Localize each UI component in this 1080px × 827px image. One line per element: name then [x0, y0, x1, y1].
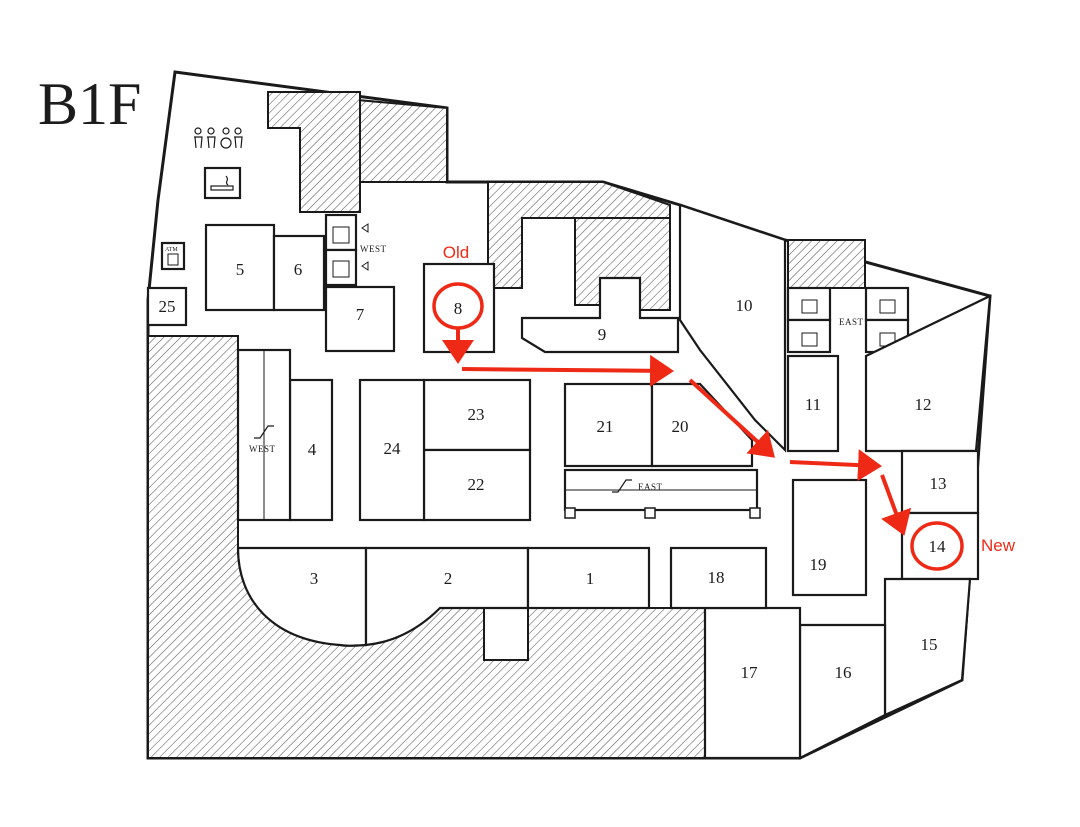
service-area — [267, 91, 361, 213]
unit-1[interactable] — [526, 546, 651, 610]
unit-21-label: 21 — [597, 417, 614, 436]
elevator-west-label: WEST — [360, 244, 387, 254]
route-arrow — [880, 474, 912, 536]
unit-18[interactable] — [669, 546, 768, 610]
route-arrow — [688, 378, 775, 458]
unit-6-label: 6 — [294, 260, 303, 279]
route-origin-label: Old — [443, 243, 469, 262]
service-area — [787, 239, 866, 289]
unit-7-label: 7 — [356, 305, 365, 324]
smoking-room — [203, 166, 242, 200]
unit-23-label: 23 — [468, 405, 485, 424]
unit-22-label: 22 — [468, 475, 485, 494]
elevator-east-label: EAST — [839, 317, 864, 327]
unit-9-label: 9 — [598, 325, 607, 344]
unit-5-label: 5 — [236, 260, 245, 279]
unit-13[interactable] — [900, 449, 980, 515]
unit-2[interactable] — [364, 546, 530, 647]
unit-4[interactable] — [288, 378, 334, 522]
unit-22[interactable] — [422, 448, 532, 522]
atm-label: ATM — [165, 247, 178, 253]
escalator-east[interactable] — [563, 468, 761, 519]
escalator-west[interactable] — [236, 348, 292, 522]
smoking-area-icon — [210, 175, 234, 191]
accessible-restroom-icon — [220, 127, 243, 149]
restroom-icon — [194, 127, 216, 149]
unit-11[interactable] — [786, 354, 840, 453]
elevator-west[interactable] — [324, 213, 369, 287]
unit-17-label: 17 — [741, 663, 759, 682]
unit-14-label: 14 — [929, 537, 947, 556]
floor-title: B1F — [38, 71, 141, 137]
unit-20-label: 20 — [672, 417, 689, 436]
unit-8-label: 8 — [454, 299, 463, 318]
unit-3[interactable] — [236, 546, 368, 647]
unit-19-label: 19 — [810, 555, 827, 574]
unit-12-label: 12 — [915, 395, 932, 414]
route-arrow — [461, 354, 674, 387]
unit-11-label: 11 — [805, 395, 821, 414]
unit-2-label: 2 — [444, 569, 453, 588]
unit-17[interactable] — [703, 606, 802, 760]
unit-6[interactable] — [272, 234, 326, 312]
unit-25[interactable] — [146, 286, 188, 327]
unit-21[interactable] — [563, 382, 654, 468]
destination-marker — [910, 521, 964, 571]
unit-10-label: 10 — [736, 296, 753, 315]
atm-icon — [167, 253, 179, 266]
unit-4-label: 4 — [308, 440, 317, 459]
route-arrow — [789, 449, 882, 482]
unit-24-label: 24 — [384, 439, 402, 458]
unit-15-label: 15 — [921, 635, 938, 654]
escalator-west-label: WEST — [249, 444, 276, 454]
unit-16-label: 16 — [835, 663, 852, 682]
unit-13-label: 13 — [930, 474, 947, 493]
escalator-east-label: EAST — [638, 482, 663, 492]
unit-1-label: 1 — [586, 569, 595, 588]
unit-9[interactable] — [520, 276, 680, 354]
unit-10[interactable] — [678, 203, 787, 453]
unit-25-label: 25 — [159, 297, 176, 316]
unit-24[interactable] — [358, 378, 426, 522]
unit-7[interactable] — [324, 285, 396, 353]
unit-18-label: 18 — [708, 568, 725, 587]
unit-19[interactable] — [791, 478, 868, 597]
unit-3-label: 3 — [310, 569, 319, 588]
route-destination-label: New — [981, 536, 1016, 555]
